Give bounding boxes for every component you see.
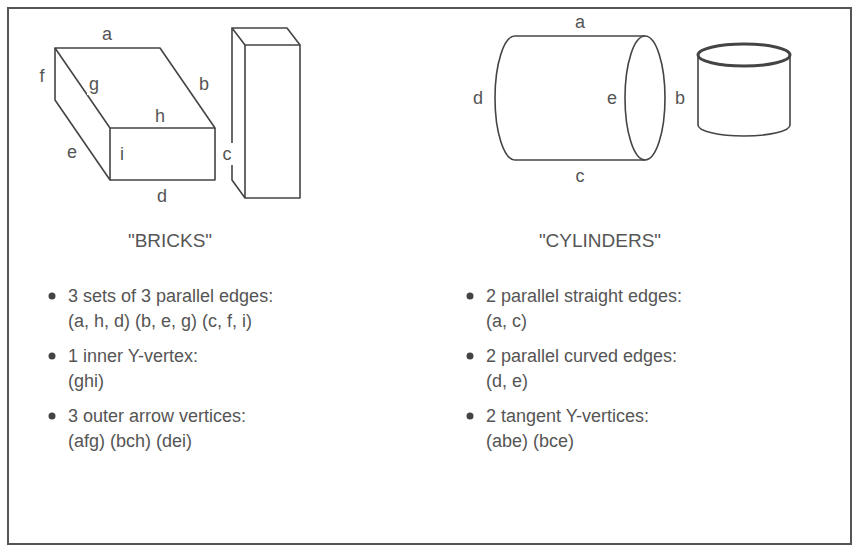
brick-drawing: [55, 48, 215, 180]
edge-letter: d: [471, 87, 485, 109]
edge-letter: i: [118, 143, 126, 165]
cylinder-end-face: [625, 36, 665, 160]
edge-letter: g: [87, 73, 101, 95]
upright-cylinder-bottom: [698, 125, 790, 136]
bullet: [49, 353, 56, 360]
edge-letter: c: [221, 143, 234, 165]
bullet-text: 1 inner Y-vertex:: [68, 345, 198, 367]
brick-left-face: [55, 48, 110, 180]
bullet-text: 2 parallel curved edges:: [486, 345, 677, 367]
bullet-text: 3 outer arrow vertices:: [68, 405, 246, 427]
upright-cylinder-top: [698, 44, 790, 66]
tall-brick-top: [232, 28, 300, 45]
figure-caption: "BRICKS": [128, 230, 212, 252]
cylinder-drawing: [495, 36, 665, 160]
bullet-text: 2 parallel straight edges:: [486, 285, 682, 307]
edge-letter: f: [37, 65, 46, 87]
cylinder-bottom-edge: [515, 159, 645, 161]
bullet-text: (a, h, d) (b, e, g) (c, f, i): [68, 310, 252, 332]
tall-brick-front: [245, 45, 300, 198]
edge-letter: a: [573, 11, 587, 33]
brick-front-face: [110, 128, 215, 180]
upright-cylinder-drawing: [698, 44, 790, 136]
edge-letter: b: [673, 87, 687, 109]
edge-letter: a: [100, 23, 114, 45]
edge-letter: b: [197, 73, 211, 95]
edge-letter: d: [155, 185, 169, 207]
cylinder-top-edge: [515, 35, 645, 37]
bullet: [467, 413, 474, 420]
bullets: [49, 293, 474, 420]
bullet-text: (ghi): [68, 370, 104, 392]
brick-top-face: [55, 48, 215, 128]
cylinder-back-arc: [495, 36, 515, 160]
bullet: [49, 293, 56, 300]
bullet-text: (a, c): [486, 310, 527, 332]
bullet: [49, 413, 56, 420]
bullet: [467, 353, 474, 360]
bullet-text: 3 sets of 3 parallel edges:: [68, 285, 273, 307]
frame: [8, 8, 851, 544]
upright-cylinder-sides: [698, 55, 790, 125]
figure-caption: "CYLINDERS": [539, 230, 661, 252]
bullet-text: 2 tangent Y-vertices:: [486, 405, 649, 427]
edge-letter: c: [574, 165, 587, 187]
tall-brick-drawing: [232, 28, 300, 198]
edge-letter: h: [153, 105, 167, 127]
bullet: [467, 293, 474, 300]
edge-letter: e: [65, 141, 79, 163]
tall-brick-side: [232, 28, 245, 198]
bullet-text: (d, e): [486, 370, 528, 392]
bullet-text: (afg) (bch) (dei): [68, 430, 192, 452]
edge-letter: e: [605, 87, 619, 109]
bullet-text: (abe) (bce): [486, 430, 574, 452]
